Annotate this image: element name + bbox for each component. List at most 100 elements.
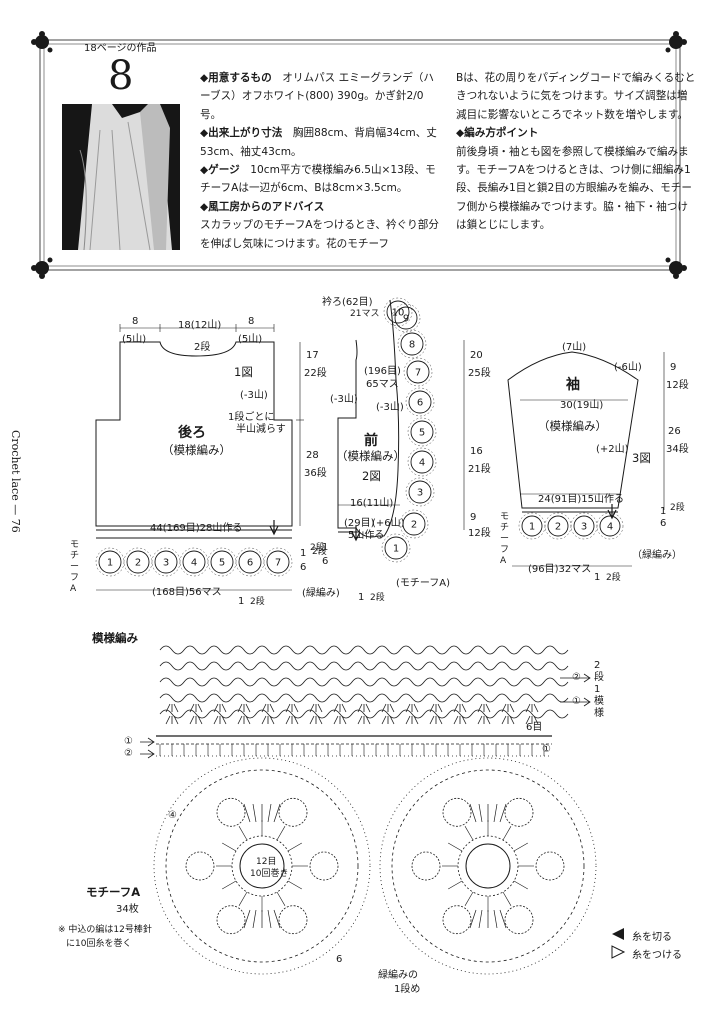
chart-row-num: 6 bbox=[336, 954, 343, 965]
sleeve-right-bot-sub: 34段 bbox=[666, 444, 689, 455]
motif-a: 3 bbox=[151, 547, 181, 577]
shell-cluster bbox=[477, 715, 491, 725]
front-dec-mid: (-3山) bbox=[376, 402, 404, 413]
motif-center-label1: 12目 bbox=[256, 857, 277, 867]
sleeve-title: 袖 bbox=[566, 377, 580, 393]
shell-cluster bbox=[237, 703, 251, 713]
back-motif-total: (168目)56マス bbox=[152, 587, 222, 598]
motif-number: 1 bbox=[107, 558, 113, 569]
instruction-paragraph: ◆編み方ポイント bbox=[456, 124, 696, 142]
instruction-text: オリムパス エミーグランデ（ハーブス）オフホワイト(800) 390g。かぎ針2… bbox=[200, 72, 434, 121]
motif-a: 2 bbox=[544, 512, 572, 540]
shell-cluster bbox=[189, 703, 203, 713]
legend-attach: 糸をつける bbox=[632, 950, 682, 961]
sleeve-motif-total: (96目)32マス bbox=[528, 564, 592, 575]
instruction-heading: ◆出来上がり寸法 bbox=[200, 127, 283, 140]
shell-cluster bbox=[405, 703, 419, 713]
sleeve-mid: 30(19山) bbox=[560, 400, 604, 411]
front-width: 16(11山) bbox=[350, 498, 394, 509]
motif-a: 5 bbox=[207, 547, 237, 577]
shell-cluster bbox=[501, 703, 515, 713]
motif-a: 8 bbox=[397, 329, 427, 359]
instructions-left-column: ◆用意するもの オリムパス エミーグランデ（ハーブス）オフホワイト(800) 3… bbox=[200, 69, 440, 253]
motif-number: 3 bbox=[417, 488, 423, 499]
shell-cluster bbox=[285, 715, 299, 725]
shell-cluster bbox=[189, 715, 203, 725]
shell-cluster bbox=[333, 715, 347, 725]
shell-cluster bbox=[285, 703, 299, 713]
motif-number: 7 bbox=[275, 558, 281, 569]
stitch-chart bbox=[153, 645, 597, 975]
front-bottom-left2: 6 bbox=[322, 556, 329, 567]
back-top-mid: 18(12山) bbox=[178, 320, 222, 331]
motif-number: 2 bbox=[135, 558, 141, 569]
front-motif-label: (モチーフA) bbox=[396, 578, 451, 589]
shell-cluster bbox=[357, 703, 371, 713]
front-bottom-mid-sub: 2段 bbox=[370, 593, 385, 603]
front-neck-mid2: 65マス bbox=[366, 379, 399, 390]
chart-repeat: 2段1模様 bbox=[594, 660, 604, 719]
motif-a: 4 bbox=[407, 447, 437, 477]
row-arrows bbox=[140, 673, 591, 759]
sleeve-bottom-right2: 6 bbox=[660, 518, 667, 529]
motif-number: 7 bbox=[415, 368, 421, 379]
motif-number: 1 bbox=[529, 522, 535, 533]
sleeve-right-top-sub: 12段 bbox=[666, 380, 689, 391]
motif-number: 5 bbox=[219, 558, 225, 569]
instruction-paragraph: Bは、花の周りをパディングコードで編みくるむときつれないように気をつけます。サイ… bbox=[456, 69, 696, 124]
motif-a: 4 bbox=[179, 547, 209, 577]
instruction-heading: ◆用意するもの bbox=[200, 72, 272, 84]
motif-a-chart bbox=[153, 757, 371, 975]
motif-a: 2 bbox=[399, 509, 429, 539]
sleeve-right-bot: 26 bbox=[668, 426, 681, 437]
motif-number: 4 bbox=[191, 558, 197, 569]
back-schematic bbox=[95, 324, 304, 591]
shell-cluster bbox=[429, 715, 443, 725]
shell-cluster bbox=[165, 715, 179, 725]
motif-a: 3 bbox=[570, 512, 598, 540]
instructions-right-column: Bは、花の周りをパディングコードで編みくるむときつれないように気をつけます。サイ… bbox=[456, 69, 696, 235]
motif-number: 2 bbox=[555, 522, 561, 533]
motif-count: 34枚 bbox=[116, 904, 139, 915]
back-bottom-mid-sub: 2段 bbox=[250, 597, 265, 607]
edge-note2: 1段め bbox=[394, 984, 421, 995]
instruction-heading: ◆ゲージ bbox=[200, 164, 240, 177]
instruction-heading: ◆編み方ポイント bbox=[456, 127, 539, 140]
sleeve-bottom-mid-sub: 2段 bbox=[606, 573, 621, 583]
net-row bbox=[159, 661, 569, 671]
sleeve-bottom: 24(91目)15山作る bbox=[538, 494, 624, 505]
front-schematic bbox=[337, 299, 465, 542]
header-frame-inner bbox=[43, 43, 677, 267]
chart-mark-5: ① bbox=[542, 744, 551, 755]
shell-cluster bbox=[357, 715, 371, 725]
instruction-text: スカラップのモチーフAをつけるとき、衿ぐり部分を伸ばし気味につけます。花のモチー… bbox=[200, 219, 439, 250]
back-top-left: 8 bbox=[132, 316, 139, 327]
front-right-bot: 9 bbox=[470, 512, 477, 523]
chart-row6: 6目 bbox=[526, 722, 543, 733]
chart-title: 模様編み bbox=[92, 631, 138, 645]
front-bottom-mid: 1 bbox=[358, 592, 365, 603]
back-neck: 2段 bbox=[194, 342, 211, 353]
back-edge: (緑編み) bbox=[302, 588, 340, 599]
shell-cluster bbox=[165, 703, 179, 713]
front-subtitle: （模様編み） bbox=[336, 449, 405, 463]
motif-a: 1 bbox=[381, 533, 411, 563]
shell-cluster bbox=[525, 703, 539, 713]
sleeve-inc: (+2山) bbox=[596, 444, 629, 455]
garment-photo bbox=[62, 104, 180, 251]
instruction-paragraph: ◆風工房からのアドバイス bbox=[200, 198, 440, 216]
instruction-heading: ◆風工房からのアドバイス bbox=[200, 200, 325, 213]
page-reference: 18ページの作品 bbox=[84, 43, 157, 54]
shell-cluster bbox=[237, 715, 251, 725]
shell-cluster bbox=[213, 715, 227, 725]
net-row bbox=[159, 677, 569, 687]
shell-cluster bbox=[261, 715, 275, 725]
shell-cluster bbox=[453, 703, 467, 713]
motif-a: 1 bbox=[95, 547, 125, 577]
front-neck-top2: 21マス bbox=[350, 309, 380, 319]
back-top-left-sub: (5山) bbox=[122, 334, 147, 345]
instruction-text: Bは、花の周りをパディングコードで編みくるむときつれないように気をつけます。サイ… bbox=[456, 72, 696, 121]
sleeve-edge: （緑編み） bbox=[632, 550, 682, 561]
